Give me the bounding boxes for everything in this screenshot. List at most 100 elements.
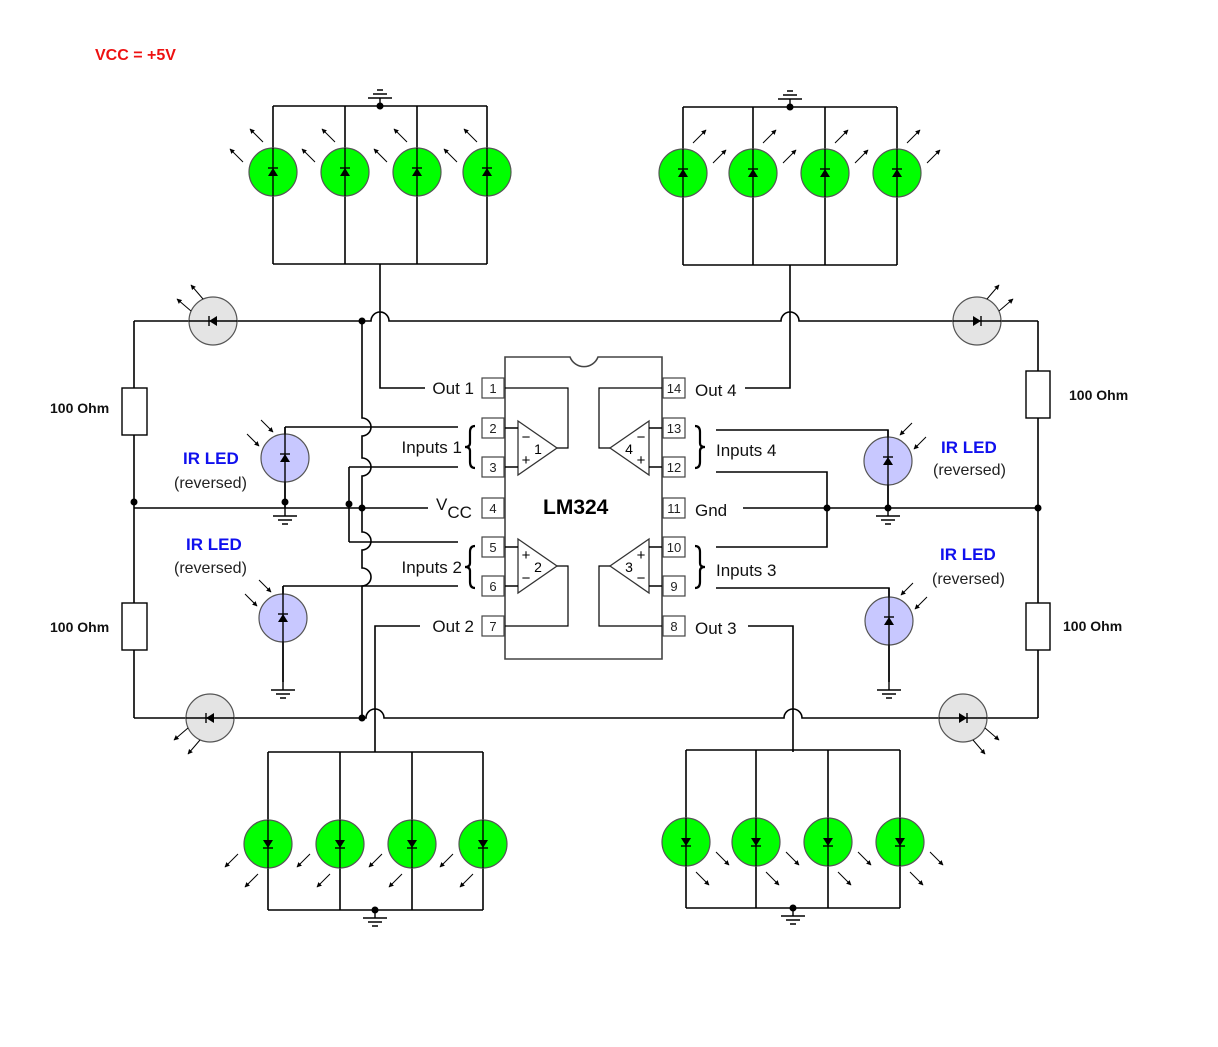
pin-label: Out 4 (695, 381, 737, 400)
emission-arrow-icon (459, 873, 474, 888)
diode-icon (895, 838, 905, 846)
emission-arrow-icon (857, 851, 872, 866)
emission-arrow-icon (929, 851, 944, 866)
incoming-light-arrow-icon (899, 422, 913, 436)
svg-text:(reversed): (reversed) (174, 560, 247, 577)
resistor-left-top: 100 Ohm (50, 387, 148, 436)
ir-emitter-led (173, 693, 235, 755)
svg-text:(reversed): (reversed) (933, 462, 1006, 479)
svg-text:3: 3 (489, 460, 496, 475)
emission-arrow-icon (321, 128, 336, 143)
svg-text:2: 2 (534, 559, 542, 575)
svg-text:−: − (522, 570, 531, 587)
svg-text:4: 4 (625, 441, 633, 457)
emission-arrow-icon (906, 129, 921, 144)
ir-label-right-bottom: IR LED (reversed) (932, 545, 1005, 588)
svg-text:1: 1 (534, 441, 542, 457)
svg-text:−: − (637, 429, 646, 446)
emission-arrow-icon (224, 853, 239, 868)
pin-label: Gnd (695, 501, 727, 520)
ground-icon (877, 682, 901, 699)
diode-icon (959, 713, 967, 723)
svg-text:12: 12 (667, 460, 681, 475)
svg-text:9: 9 (670, 579, 677, 594)
pin-label: VCC (436, 495, 472, 522)
ir-emitter-led (952, 284, 1014, 346)
diode-icon (892, 169, 902, 177)
diode-icon (268, 168, 278, 176)
opamp-1: −+1 (505, 387, 569, 477)
output-led (661, 817, 730, 886)
opamp-3: +−3 (598, 537, 662, 627)
diode-icon (883, 457, 893, 465)
output-led (872, 129, 941, 198)
ir-receiver-led (246, 419, 310, 508)
svg-text:11: 11 (667, 501, 681, 516)
diode-icon (751, 838, 761, 846)
emission-arrow-icon (692, 129, 707, 144)
output-led (800, 129, 869, 198)
resistor-right-top: 100 Ohm (1025, 370, 1128, 419)
emission-arrow-icon (854, 149, 869, 164)
ir-emitter-led (176, 284, 238, 346)
diode-icon (973, 316, 981, 326)
output-led (229, 128, 298, 197)
emission-arrow-icon (244, 873, 259, 888)
emission-arrow-icon (373, 148, 388, 163)
output-led (373, 128, 442, 197)
svg-text:LM324: LM324 (543, 496, 609, 519)
ir-label-right-top: IR LED (reversed) (933, 438, 1006, 479)
svg-text:13: 13 (667, 421, 681, 436)
svg-text:100 Ohm: 100 Ohm (50, 400, 109, 416)
ground-icon (273, 508, 297, 525)
svg-text:4: 4 (489, 501, 496, 516)
emission-arrow-icon (229, 148, 244, 163)
pin-4: 4 VCC (436, 495, 505, 522)
ir-receiver-led (863, 422, 927, 508)
svg-text:IR LED: IR LED (940, 545, 996, 564)
led-group-bottom-left (224, 751, 508, 914)
svg-text:100 Ohm: 100 Ohm (1069, 387, 1128, 403)
ground-icon (778, 90, 802, 107)
diode-icon (681, 838, 691, 846)
resistor-right-bottom: 100 Ohm (1025, 602, 1122, 651)
output-led (439, 819, 508, 888)
diode-icon (278, 614, 288, 622)
ground-icon (781, 908, 805, 925)
diode-icon (407, 840, 417, 848)
input-group-label: Inputs 1 (402, 438, 463, 457)
svg-text:(reversed): (reversed) (174, 475, 247, 492)
ir-label-left-bottom: IR LED (reversed) (174, 535, 247, 577)
resistor-left-bottom: 100 Ohm (50, 602, 148, 651)
emission-arrow-icon (176, 298, 192, 312)
brace-icon (464, 424, 476, 470)
emission-arrow-icon (249, 128, 264, 143)
emission-arrow-icon (712, 149, 727, 164)
svg-text:5: 5 (489, 540, 496, 555)
led-group-top-right (658, 103, 941, 266)
ir-label-left-top: IR LED (reversed) (174, 449, 247, 492)
output-led (224, 819, 293, 888)
diode-icon (678, 169, 688, 177)
brace-icon (694, 424, 706, 470)
diode-icon (340, 168, 350, 176)
svg-text:(reversed): (reversed) (932, 571, 1005, 588)
emission-arrow-icon (765, 871, 780, 886)
emission-arrow-icon (190, 284, 204, 300)
output-led (731, 817, 800, 886)
svg-text:3: 3 (625, 559, 633, 575)
ir-receiver-led (864, 582, 928, 682)
input-group-label: Inputs 2 (402, 558, 463, 577)
output-led (728, 129, 797, 198)
pin-label: Out 3 (695, 619, 737, 638)
diode-icon (823, 838, 833, 846)
output-led (301, 128, 370, 197)
diode-icon (748, 169, 758, 177)
emission-arrow-icon (695, 871, 710, 886)
svg-text:−: − (522, 429, 531, 446)
svg-text:100 Ohm: 100 Ohm (50, 619, 109, 635)
led-group-top-left (229, 102, 512, 265)
